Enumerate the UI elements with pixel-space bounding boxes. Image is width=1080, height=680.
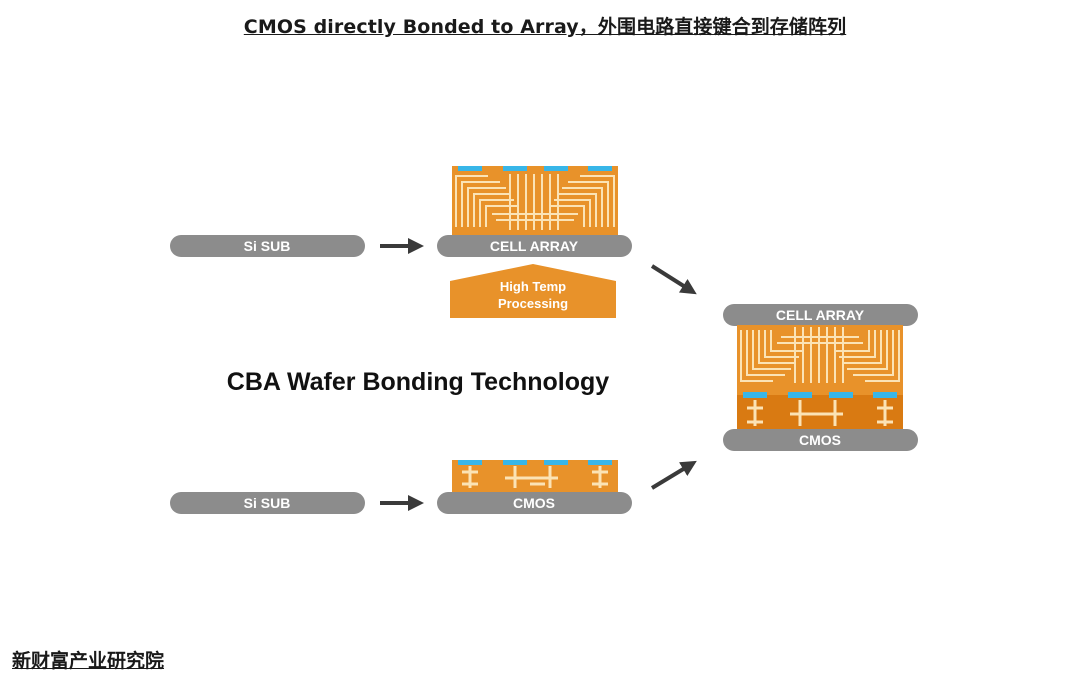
process-line1: High Temp [500,279,566,294]
top-cell-array-block [452,166,618,237]
bottom-si-sub-bar: Si SUB [170,492,365,514]
top-cell-array-bar: CELL ARRAY [437,235,632,257]
top-cell-array-label: CELL ARRAY [490,238,579,254]
stack-bond-pads [743,392,897,398]
stack-cell-array-label: CELL ARRAY [776,307,865,323]
cmos-to-stack-arrow [650,460,697,490]
bonded-stack: CELL ARRAY [723,304,918,451]
stack-array-wiring [740,327,900,383]
high-temp-processing-box: High Temp Processing [450,264,616,318]
page-title: CMOS directly Bonded to Array，外围电路直接键合到存… [243,16,847,38]
bottom-cmos-label: CMOS [513,495,555,511]
diagram-title: CBA Wafer Bonding Technology [227,368,609,396]
bottom-block-wiring [462,466,608,488]
top-block-wiring [455,174,615,230]
top-si-sub-label: Si SUB [244,238,291,254]
bottom-block-pads [458,460,612,465]
stack-cmos-wiring [747,400,893,426]
stack-cmos-label: CMOS [799,432,841,448]
bottom-cmos-block [452,460,618,493]
top-block-pads [458,166,612,171]
process-line2: Processing [498,296,568,311]
source-footer: 新财富产业研究院 [12,650,165,672]
bottom-cmos-bar: CMOS [437,492,632,514]
cell-array-to-stack-arrow [650,264,697,295]
top-si-sub-bar: Si SUB [170,235,365,257]
bottom-si-sub-label: Si SUB [244,495,291,511]
